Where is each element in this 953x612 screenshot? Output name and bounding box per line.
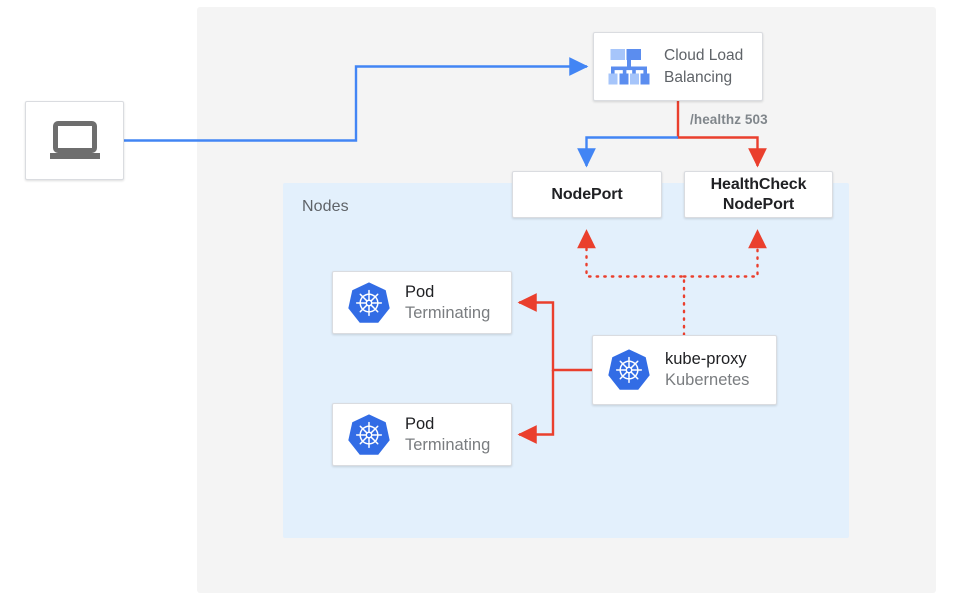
pod-card[interactable]: Pod Terminating: [332, 271, 512, 334]
healthcheck-nodeport-card[interactable]: HealthCheck NodePort: [684, 171, 833, 218]
nodeport-label-line1: NodePort: [551, 185, 623, 203]
cloud-load-balancing-label-line2: Balancing: [664, 68, 733, 86]
pod-text: Pod Terminating: [405, 282, 490, 324]
nodeport-label: NodePort: [551, 185, 622, 205]
pod-title: Pod: [405, 414, 435, 433]
cloud-load-balancing-label: Cloud Load Balancing: [664, 45, 743, 89]
kubernetes-icon: [347, 413, 391, 457]
pod-status: Terminating: [405, 435, 491, 454]
pod-title: Pod: [405, 282, 435, 301]
kube-proxy-text: kube-proxy Kubernetes: [665, 349, 749, 391]
pod-text: Pod Terminating: [405, 414, 490, 456]
cloud-load-balancing-label-line1: Cloud Load: [664, 46, 744, 64]
nodes-region-label: Nodes: [302, 198, 349, 215]
nodeport-card[interactable]: NodePort: [512, 171, 662, 218]
kube-proxy-title: kube-proxy: [665, 350, 747, 368]
kubernetes-icon: [607, 348, 651, 392]
kube-proxy-card[interactable]: kube-proxy Kubernetes: [592, 335, 777, 405]
client-laptop-card[interactable]: [25, 101, 124, 180]
kube-proxy-subtitle: Kubernetes: [665, 371, 750, 389]
healthcheck-nodeport-label: HealthCheck NodePort: [711, 175, 807, 215]
kubernetes-icon: [347, 281, 391, 325]
pod-card[interactable]: Pod Terminating: [332, 403, 512, 466]
healthcheck-nodeport-label-line1: HealthCheck: [710, 175, 807, 193]
cloud-load-balancing-card[interactable]: Cloud Load Balancing: [593, 32, 763, 101]
healthcheck-nodeport-label-line2: NodePort: [722, 195, 795, 213]
healthz-annotation: /healthz 503: [690, 112, 768, 127]
cloud-load-balancing-icon: [607, 47, 651, 87]
laptop-icon: [47, 119, 103, 163]
pod-status: Terminating: [405, 303, 491, 322]
